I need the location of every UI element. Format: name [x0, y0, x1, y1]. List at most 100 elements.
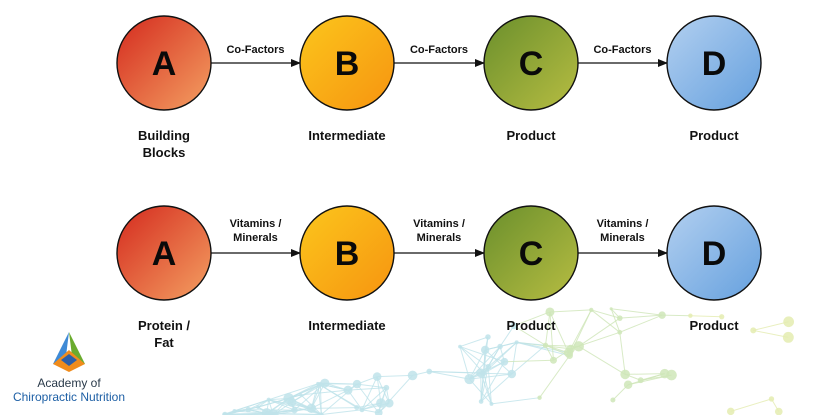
network-node	[514, 340, 519, 345]
network-node	[232, 408, 237, 414]
network-node	[426, 368, 433, 375]
network-link	[513, 325, 546, 346]
node-label: Product	[689, 128, 739, 143]
arrow-label: Vitamins /Minerals	[413, 218, 465, 244]
network-node	[726, 407, 735, 415]
network-link	[469, 373, 512, 380]
arrow-label: Co-Factors	[593, 44, 652, 56]
network-node	[589, 307, 594, 313]
network-link	[429, 370, 470, 380]
network-link	[459, 336, 489, 348]
molecular-network-background	[222, 307, 795, 415]
network-node	[306, 403, 317, 414]
node-label: Intermediate	[308, 318, 386, 333]
network-node	[352, 379, 362, 389]
network-node	[609, 307, 613, 311]
arrow-label: Co-Factors	[409, 44, 469, 56]
network-link	[549, 309, 592, 313]
network-link	[487, 366, 492, 404]
network-link	[578, 317, 621, 347]
network-node	[768, 396, 775, 402]
network-node	[623, 380, 633, 390]
network-node	[458, 344, 462, 349]
network-link	[459, 346, 470, 380]
network-node	[291, 406, 298, 414]
node-letter: B	[335, 235, 360, 273]
node-label: Protein /Fat	[137, 318, 190, 350]
network-node	[287, 397, 297, 407]
node-circle	[666, 205, 762, 301]
network-link	[513, 311, 551, 327]
node-d: D	[666, 205, 762, 301]
network-node	[620, 369, 630, 380]
network-node	[774, 407, 783, 415]
network-link	[361, 376, 378, 410]
network-link	[311, 407, 357, 409]
network-link	[516, 341, 570, 357]
node-b: B	[299, 205, 395, 301]
network-link	[753, 321, 789, 331]
network-link	[378, 375, 413, 414]
network-node	[384, 398, 394, 408]
node-letter: C	[519, 45, 544, 83]
logo-line1: Academy of	[37, 376, 101, 390]
network-link	[469, 378, 492, 405]
network-link	[625, 373, 665, 375]
logo-line2: Chiropractic Nutrition	[12, 390, 126, 404]
network-link	[459, 346, 505, 363]
network-link	[356, 383, 380, 414]
network-node	[688, 313, 693, 318]
network-node	[510, 322, 518, 330]
network-link	[311, 389, 349, 409]
network-link	[291, 383, 321, 403]
network-node	[507, 369, 517, 379]
node-label: Product	[689, 318, 739, 333]
network-node	[500, 357, 509, 366]
network-node	[374, 408, 383, 415]
network-link	[317, 383, 358, 409]
network-link	[499, 341, 517, 348]
network-node	[266, 397, 271, 402]
network-node	[407, 370, 418, 381]
node-letter: A	[152, 235, 177, 273]
network-node	[354, 405, 360, 411]
network-node	[299, 393, 303, 397]
network-link	[300, 389, 349, 396]
network-link	[619, 314, 663, 319]
node-label: Intermediate	[308, 128, 386, 143]
network-node	[610, 397, 616, 403]
network-node	[566, 352, 573, 359]
network-link	[321, 409, 363, 415]
network-node	[478, 399, 484, 404]
network-link	[549, 311, 554, 361]
network-node	[383, 384, 390, 391]
network-node	[256, 405, 261, 410]
network-node	[319, 412, 324, 415]
node-c: C	[483, 205, 579, 301]
network-link	[549, 311, 569, 353]
network-node	[320, 378, 330, 388]
network-node	[542, 342, 549, 348]
network-link	[619, 314, 663, 333]
node-circle	[299, 205, 395, 301]
network-node	[316, 381, 320, 386]
network-link	[459, 346, 489, 368]
triangle-logo-icon	[53, 332, 85, 372]
network-link	[662, 314, 691, 317]
network-link	[591, 309, 620, 319]
network-node	[659, 368, 670, 379]
network-node	[476, 368, 486, 378]
node-letter: D	[702, 235, 727, 273]
network-node	[485, 364, 492, 370]
node-a: A	[116, 15, 212, 111]
network-link	[480, 366, 489, 402]
network-node	[783, 316, 795, 328]
network-link	[619, 332, 626, 375]
network-link	[590, 309, 621, 333]
network-link	[310, 382, 326, 409]
network-node	[464, 374, 475, 385]
node-circle	[299, 15, 395, 111]
network-node	[658, 311, 666, 319]
